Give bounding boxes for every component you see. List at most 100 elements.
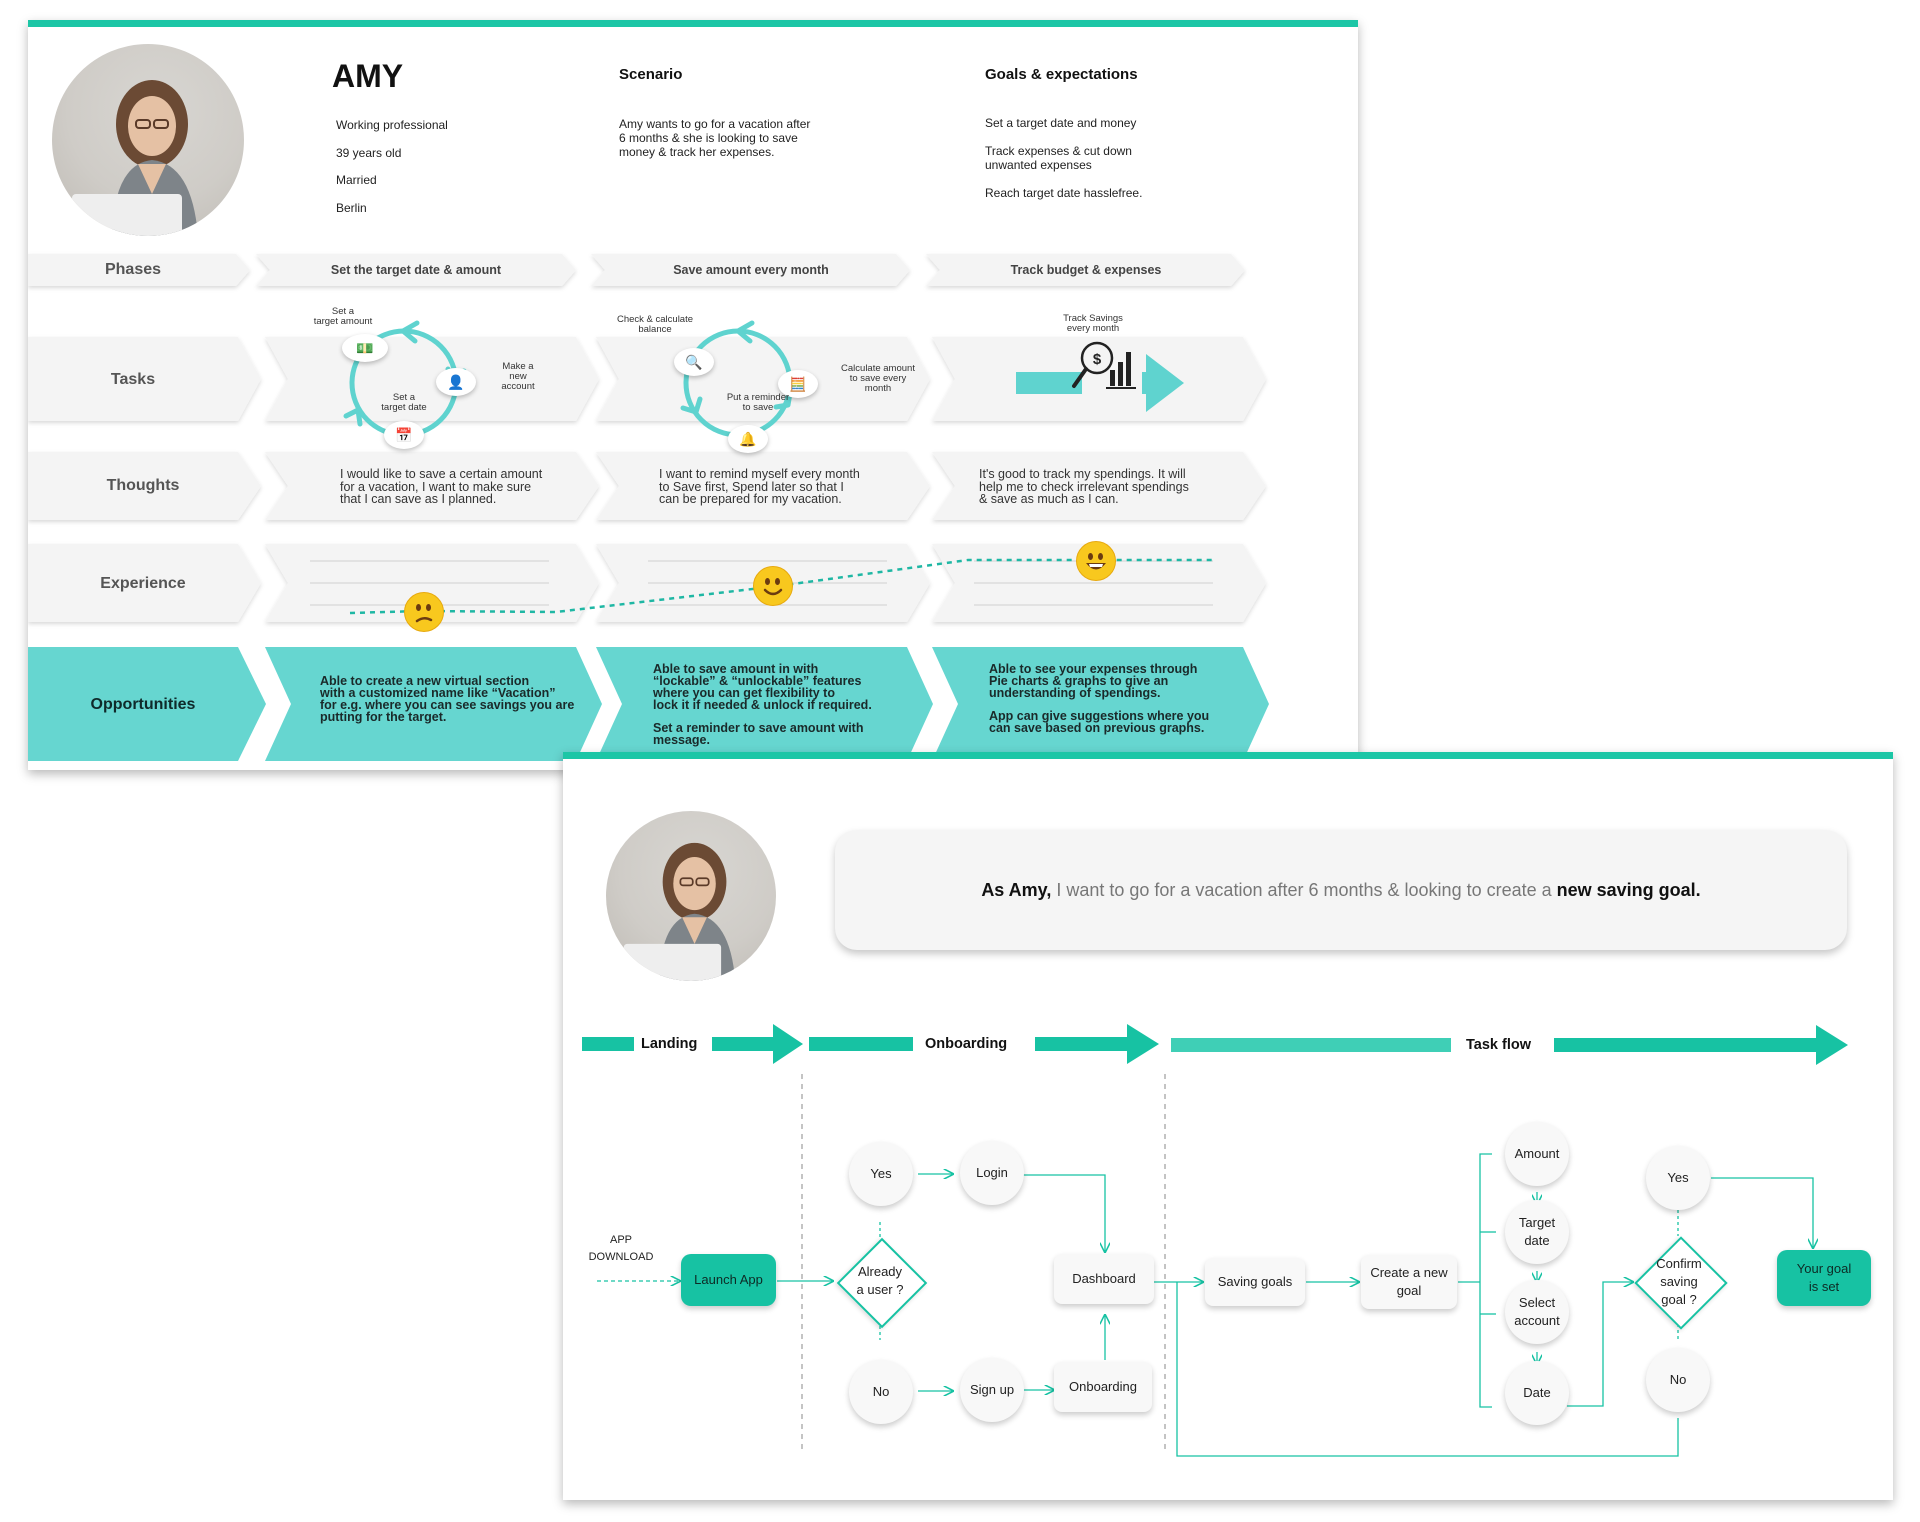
row-label-thoughts: Thoughts (106, 477, 180, 494)
thought-line: can be prepared for my vacation. (659, 492, 842, 506)
goal-line: unwanted expenses (985, 158, 1092, 172)
opportunity-line: lock it if needed & unlock if required. (653, 698, 872, 712)
task-label-line: Put a reminder (726, 392, 790, 403)
confirm-goal-line: saving (1660, 1274, 1698, 1289)
opportunity-line: Pie charts & graphs to give an (989, 674, 1169, 688)
opportunities-label-chevron (28, 647, 266, 761)
task-label-line: target amount (313, 316, 373, 327)
task-label-line: to save (742, 402, 774, 413)
task-label-line: Make a (502, 361, 534, 372)
phase-label: Save amount every month (673, 263, 829, 277)
phase-chevron-3 (926, 254, 1245, 286)
flow-connectors (582, 1024, 1848, 1457)
phase-chevron-1 (256, 254, 576, 286)
opportunity-line: Able to see your expenses through (989, 662, 1198, 676)
scenario-title: Scenario (619, 66, 683, 83)
persona-detail-city: Berlin (336, 201, 367, 215)
already-user-line: Already (857, 1264, 903, 1279)
persona-detail-status: Married (336, 173, 377, 187)
goal-item: Track expenses & cut down unwanted expen… (985, 144, 1132, 172)
opportunities-chevron-3 (932, 647, 1269, 761)
svg-text:$: $ (1093, 351, 1102, 368)
opportunity-line: for e.g. where you can see savings you a… (320, 698, 575, 712)
task-label-line: new (509, 371, 527, 382)
experience-curve (349, 558, 1213, 615)
phase-label: Track budget & expenses (1010, 263, 1162, 277)
task-label: Track Savings every month (1043, 314, 1143, 334)
select-account-node: Select account (1505, 1280, 1569, 1344)
stage-arrows (582, 1024, 1848, 1065)
task-label-line: Track Savings (1063, 313, 1123, 324)
thoughts-chevron-3 (932, 452, 1266, 520)
task-label-line: Calculate amount (841, 363, 915, 374)
persona-photo-illustration (623, 842, 736, 981)
task-label-line: balance (638, 324, 672, 335)
scenario-line: money & track her expenses. (619, 145, 775, 159)
opportunity-line: can save based on previous graphs. (989, 721, 1205, 735)
task-label: Calculate amount to save every month (828, 364, 928, 394)
task-label-line: Set a (392, 392, 416, 403)
money-icon: 💵 (342, 334, 388, 362)
task-label: Make a new account (488, 362, 548, 392)
thought-line: & save as much as I can. (979, 492, 1119, 506)
task-label-line: every month (1066, 323, 1120, 334)
user-story-lead: As Amy, (981, 879, 1052, 900)
app-download-line: APP (609, 1234, 632, 1246)
scenario-text: Amy wants to go for a vacation after 6 m… (619, 117, 810, 159)
thought-line: I want to remind myself every month (659, 467, 860, 481)
persona-detail-occupation: Working professional (336, 118, 448, 132)
task-label-line: Check & calculate (616, 314, 694, 325)
target-date-line: date (1524, 1233, 1550, 1248)
confirm-goal-line: goal ? (1661, 1292, 1697, 1307)
already-user-line: a user ? (856, 1282, 904, 1297)
opportunity-text: Able to create a new virtual section wit… (320, 674, 575, 724)
stage-label-onboarding: Onboarding (925, 1036, 1008, 1052)
goal-item: Set a target date and money (985, 116, 1136, 130)
select-account-line: account (1514, 1313, 1560, 1328)
slight-smile-face-icon (753, 566, 793, 606)
row-label-phases: Phases (104, 261, 162, 278)
row-label-experience: Experience (100, 575, 186, 592)
thoughts-chevron-1 (265, 452, 599, 520)
opportunities-chevron-2 (596, 647, 933, 761)
goal-item: Reach target date hasslefree. (985, 186, 1142, 200)
no-node: No (849, 1360, 913, 1424)
opportunity-line: Set a reminder to save amount with (653, 721, 864, 735)
opportunity-line: Able to create a new virtual section (320, 674, 530, 688)
track-savings-graphic: $ (1016, 341, 1184, 412)
task-label: Put a reminder to save (708, 393, 808, 413)
confirm-goal-label: Confirm saving goal ? (1631, 1250, 1727, 1314)
experience-label-chevron (28, 544, 261, 622)
journey-grid-shapes: $ (28, 254, 1269, 761)
goal-line: Track expenses & cut down (985, 144, 1132, 158)
select-account-line: Select (1518, 1295, 1556, 1310)
create-goal-line: Create a new (1370, 1265, 1448, 1280)
goals-title: Goals & expectations (985, 66, 1138, 83)
task-label-line: month (864, 383, 892, 394)
date-node: Date (1505, 1361, 1569, 1425)
amount-node: Amount (1505, 1122, 1569, 1186)
bell-icon: 🔔 (728, 425, 768, 453)
opportunities-chevron-1 (265, 647, 602, 761)
thought-text: I want to remind myself every month to S… (659, 468, 860, 506)
opportunity-line: understanding of spendings. (989, 686, 1161, 700)
persona-avatar (52, 44, 244, 236)
yes-node: Yes (849, 1142, 913, 1206)
journey-map-accent-bar (28, 20, 1358, 27)
task-label-line: target date (381, 402, 427, 413)
user-flow-accent-bar (563, 752, 1893, 759)
goal-line: Reach target date hasslefree. (985, 186, 1143, 200)
phase-label: Set the target date & amount (330, 263, 502, 277)
phase-chevron-2 (591, 254, 910, 286)
opportunity-text: Able to save amount in with “lockable” &… (653, 663, 872, 747)
opportunity-line: with a customized name like “Vacation” (320, 686, 556, 700)
thought-line: help me to check irrelevant spendings (979, 479, 1189, 494)
persona-name: AMY (332, 58, 404, 94)
opportunity-text: Able to see your expenses through Pie ch… (989, 662, 1209, 735)
thought-text: I would like to save a certain amount fo… (340, 468, 542, 506)
onboarding-node: Onboarding (1054, 1362, 1152, 1412)
goal-set-node: Your goal is set (1777, 1250, 1871, 1306)
opportunity-line: where you can get flexibility to (653, 686, 835, 700)
confirm-no-node: No (1646, 1348, 1710, 1412)
create-goal-line: goal (1396, 1283, 1422, 1298)
